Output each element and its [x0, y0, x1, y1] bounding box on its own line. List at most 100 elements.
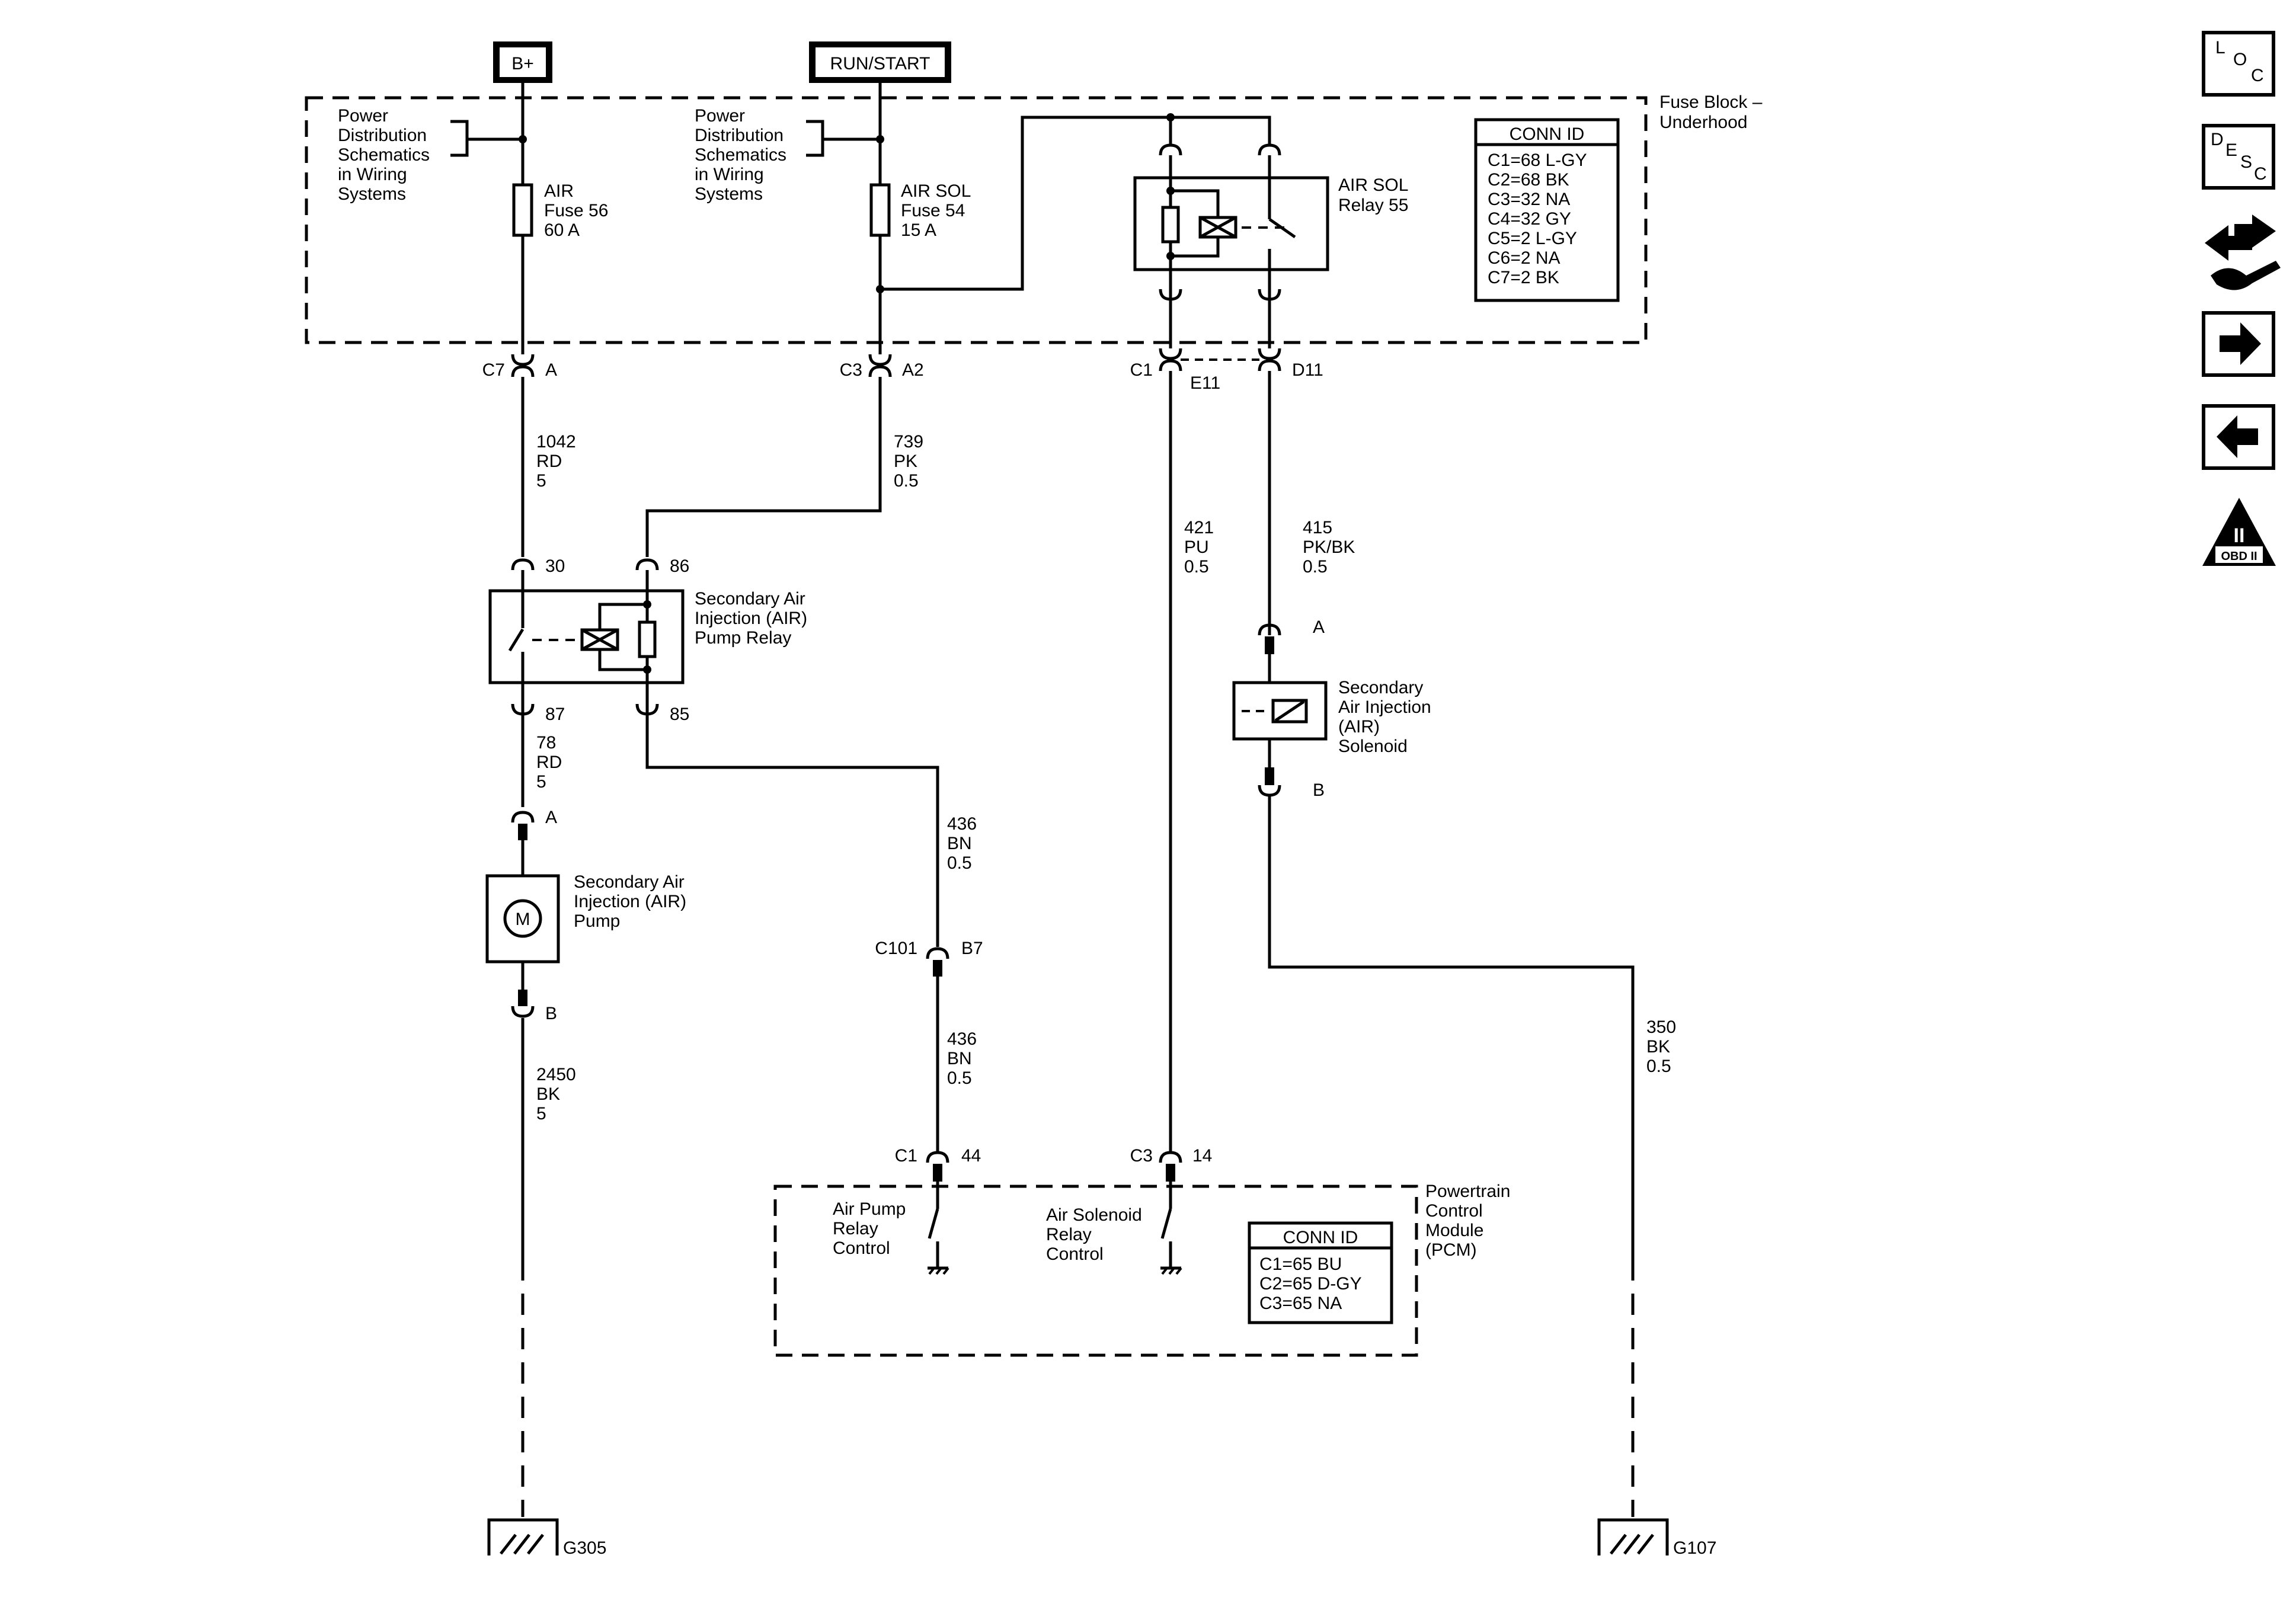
wire-1042-label: 1042 RD 5	[536, 432, 576, 491]
connector-d11: D11	[1258, 348, 1323, 380]
ground-g107: G107	[1597, 1518, 1716, 1558]
runstart-source: RUN/START	[809, 41, 951, 83]
svg-text:BN: BN	[947, 834, 972, 853]
svg-text:CONN ID: CONN ID	[1510, 124, 1585, 144]
svg-text:RD: RD	[536, 753, 562, 772]
solenoid-label-2: Air Injection	[1338, 697, 1431, 717]
svg-text:Control: Control	[1046, 1244, 1104, 1264]
svg-text:Distribution: Distribution	[695, 126, 784, 145]
svg-text:421: 421	[1184, 518, 1214, 537]
svg-text:CONN ID: CONN ID	[1283, 1228, 1358, 1247]
svg-text:A: A	[545, 808, 557, 827]
svg-text:A: A	[1313, 617, 1325, 637]
fuse-block-title-1: Fuse Block –	[1659, 92, 1763, 112]
pump-motor-symbol: M	[516, 910, 530, 929]
air-pump: M A B Secondary Air Injection (AIR) Pump	[485, 808, 686, 1023]
wire-78-label: 78 RD 5	[536, 733, 562, 792]
connector-c7: C7 A	[482, 354, 557, 380]
svg-text:Distribution: Distribution	[338, 126, 427, 145]
power-distribution-ref-2: Power Distribution Schematics in Wiring …	[695, 106, 884, 204]
svg-text:Schematics: Schematics	[338, 145, 430, 165]
svg-text:S: S	[2240, 152, 2252, 172]
wire-739	[645, 377, 882, 557]
air-fuse-label-1: AIR	[544, 181, 574, 201]
svg-text:C1: C1	[1130, 360, 1153, 380]
wire-2450-label: 2450 BK 5	[536, 1065, 576, 1124]
power-distribution-ref-1: Power Distribution Schematics in Wiring …	[338, 106, 527, 204]
svg-text:5: 5	[536, 772, 546, 792]
svg-text:C4=32 GY: C4=32 GY	[1488, 209, 1571, 229]
svg-text:Power: Power	[695, 106, 745, 126]
arrow-right-icon	[2220, 322, 2261, 365]
svg-text:C2=65 D-GY: C2=65 D-GY	[1259, 1274, 1362, 1294]
svg-text:1042: 1042	[536, 432, 576, 452]
next-page-button[interactable]	[2202, 311, 2275, 377]
airsol-fuse-label-3: 15 A	[901, 220, 936, 240]
svg-text:2450: 2450	[536, 1065, 576, 1084]
solenoid-label-3: (AIR)	[1338, 717, 1380, 737]
svg-text:C: C	[2251, 66, 2264, 85]
bplus-label: B+	[511, 54, 534, 73]
component-tools-icon[interactable]	[2205, 215, 2281, 290]
connector-c3-a2: C3 A2	[840, 354, 924, 380]
svg-text:436: 436	[947, 814, 977, 834]
svg-text:O: O	[2233, 50, 2247, 69]
svg-text:PU: PU	[1184, 537, 1209, 557]
wire-436-upper	[645, 724, 939, 947]
svg-text:D11: D11	[1292, 360, 1323, 380]
svg-text:415: 415	[1303, 518, 1332, 537]
svg-text:C1=65 BU: C1=65 BU	[1259, 1254, 1342, 1274]
svg-text:0.5: 0.5	[1303, 557, 1328, 577]
svg-text:G305: G305	[563, 1538, 606, 1558]
svg-text:0.5: 0.5	[947, 853, 972, 873]
pump-relay-label-1: Secondary Air	[695, 589, 805, 609]
pump-relay-label-3: Pump Relay	[695, 628, 791, 648]
runstart-label: RUN/START	[830, 54, 930, 73]
svg-text:BN: BN	[947, 1049, 972, 1068]
svg-text:B: B	[545, 1004, 557, 1023]
svg-text:C3=65 NA: C3=65 NA	[1259, 1294, 1342, 1313]
solenoid-label-4: Solenoid	[1338, 737, 1408, 756]
svg-text:C6=2 NA: C6=2 NA	[1488, 248, 1560, 268]
previous-page-button[interactable]	[2202, 404, 2275, 470]
svg-text:Control: Control	[833, 1238, 890, 1258]
svg-text:Schematics: Schematics	[695, 145, 786, 165]
pump-relay-label-2: Injection (AIR)	[695, 609, 807, 628]
svg-text:0.5: 0.5	[894, 471, 919, 491]
obd-ii-button[interactable]: II OBD II	[2202, 498, 2276, 566]
svg-text:D: D	[2211, 130, 2224, 149]
description-button[interactable]: D E S C	[2202, 124, 2275, 190]
pcm-title: Powertrain Control Module (PCM)	[1425, 1182, 1510, 1260]
svg-text:30: 30	[545, 556, 565, 576]
svg-text:Air Pump: Air Pump	[833, 1199, 906, 1219]
obd-label: OBD II	[2221, 550, 2257, 563]
pump-label-3: Pump	[574, 911, 620, 931]
svg-text:E11: E11	[1190, 373, 1220, 393]
svg-text:C3: C3	[840, 360, 862, 380]
ground-g305: G305	[487, 1518, 606, 1558]
solenoid-label-1: Secondary	[1338, 678, 1423, 697]
pcm-air-pump-relay-control: Air Pump Relay Control	[833, 1199, 906, 1258]
connector-c1-e11: C1 E11	[1130, 348, 1220, 393]
arrow-left-icon	[2217, 415, 2258, 458]
pcm-air-solenoid-relay-control: Air Solenoid Relay Control	[1046, 1205, 1142, 1264]
svg-text:PK: PK	[894, 452, 917, 471]
pcm-connector-c3-14: C3 14	[1130, 1146, 1212, 1275]
svg-text:0.5: 0.5	[947, 1068, 972, 1088]
svg-text:Systems: Systems	[338, 184, 406, 204]
pcm-connector-c1-44: C1 44	[895, 1146, 981, 1275]
fuse-block-conn-id: CONN ID C1=68 L-GY C2=68 BK C3=32 NA C4=…	[1474, 118, 1620, 302]
svg-text:in Wiring: in Wiring	[338, 165, 407, 184]
wire-350-label: 350 BK 0.5	[1646, 1017, 1676, 1076]
air-fuse-label-3: 60 A	[544, 220, 580, 240]
location-button[interactable]: L O C	[2202, 31, 2275, 97]
svg-text:Systems: Systems	[695, 184, 763, 204]
svg-text:Control: Control	[1425, 1201, 1483, 1221]
svg-text:C101: C101	[875, 939, 917, 958]
svg-text:C1=68 L-GY: C1=68 L-GY	[1488, 151, 1587, 170]
wire-436-lower-label: 436 BN 0.5	[947, 1029, 977, 1088]
fuse-block-title-2: Underhood	[1659, 113, 1747, 132]
svg-text:Power: Power	[338, 106, 388, 126]
svg-text:BK: BK	[536, 1084, 560, 1104]
svg-text:PK/BK: PK/BK	[1303, 537, 1355, 557]
